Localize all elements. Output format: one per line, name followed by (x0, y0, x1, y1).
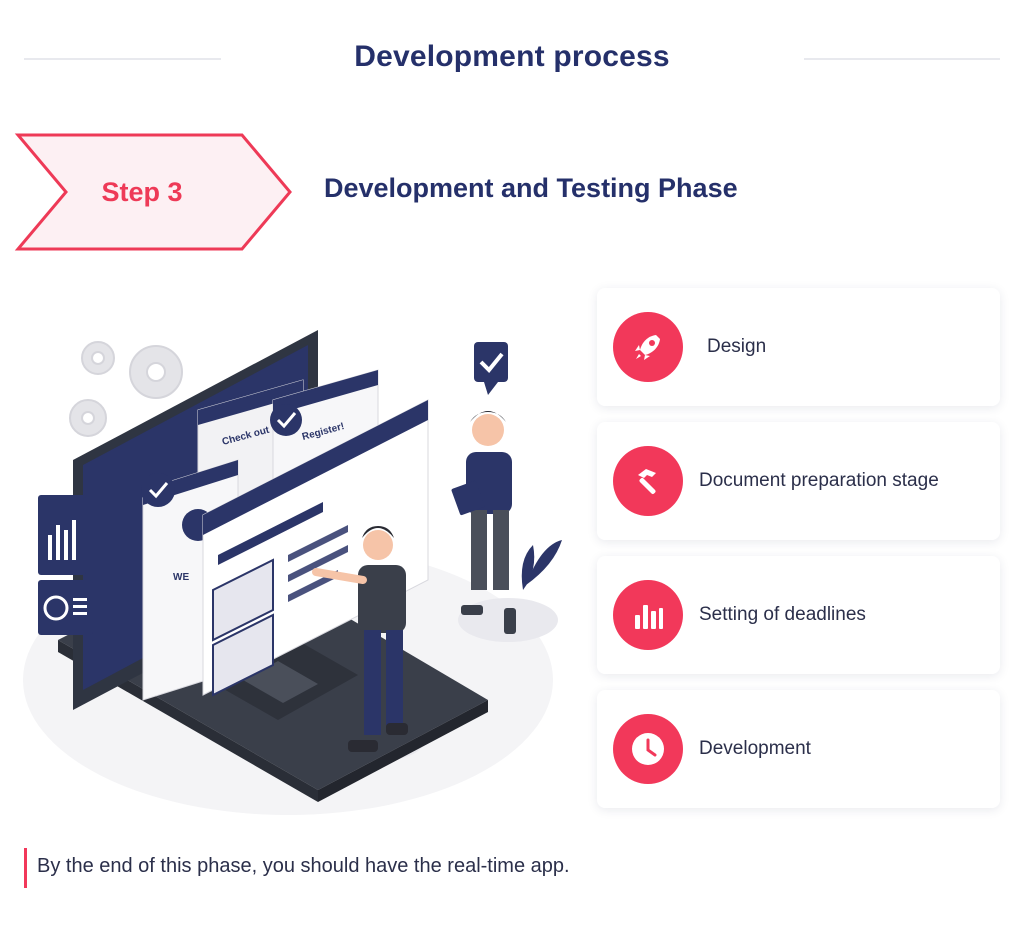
card-label-document-preparation: Document preparation stage (699, 470, 939, 491)
step-badge: Step 3 (14, 131, 296, 253)
card-design: Design (597, 288, 1000, 406)
step-chevron-shape (14, 133, 292, 251)
header-rule-right (804, 58, 1000, 60)
header-rule-left (24, 58, 221, 60)
card-document-preparation: Document preparation stage (597, 422, 1000, 540)
card-label-deadlines: Setting of deadlines (699, 604, 866, 625)
we-text: WE (173, 572, 189, 583)
development-illustration: Check out Register! WE (18, 280, 578, 840)
page-title: Development process (354, 40, 670, 73)
gear-icon (69, 341, 183, 437)
bar-chart-icon (613, 580, 683, 650)
card-label-design: Design (707, 336, 767, 357)
card-label-development: Development (699, 738, 811, 759)
phase-title: Development and Testing Phase (324, 173, 738, 203)
card-development: Development (597, 690, 1000, 808)
footer-accent-bar (24, 848, 27, 888)
hammer-icon (613, 446, 683, 516)
step-label: Step 3 (101, 176, 183, 207)
rocket-icon (613, 312, 683, 382)
clock-icon (613, 714, 683, 784)
footer-text: By the end of this phase, you should hav… (37, 855, 570, 877)
card-deadlines: Setting of deadlines (597, 556, 1000, 674)
